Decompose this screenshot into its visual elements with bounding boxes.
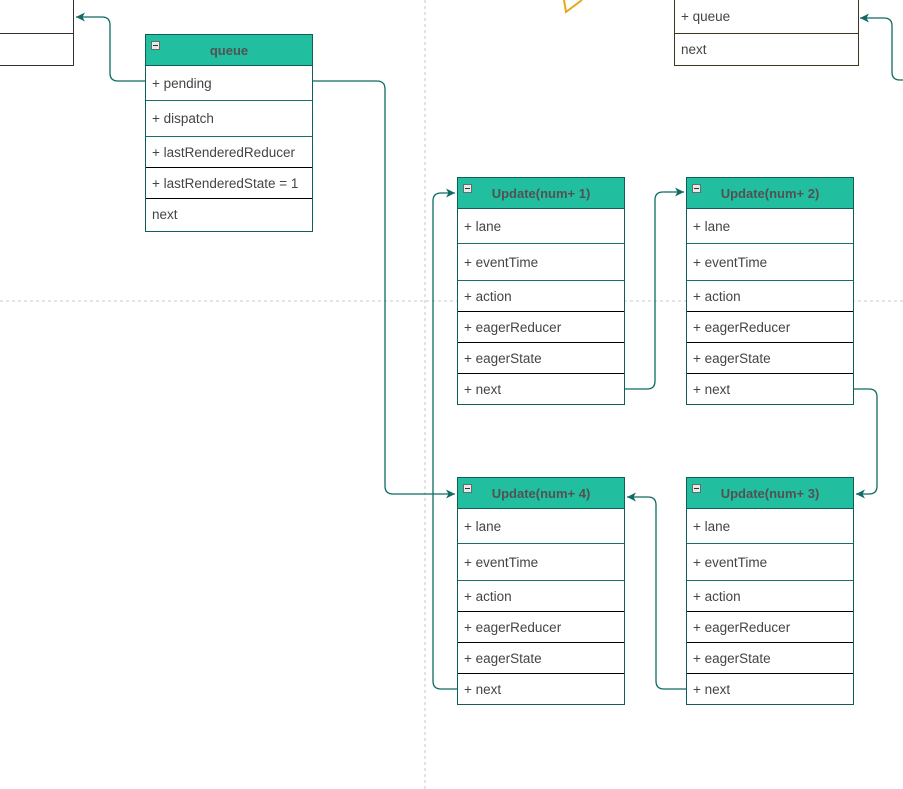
connector-update1-to-update2[interactable] xyxy=(625,187,684,390)
class-header: Update(num+ 2) xyxy=(687,178,853,209)
left-fragment-row xyxy=(0,34,73,65)
class-header: Update(num+ 4) xyxy=(458,478,624,509)
class-title: Update(num+ 3) xyxy=(720,485,820,501)
class-field: + dispatch xyxy=(146,101,312,137)
class-field: + next xyxy=(693,382,731,397)
class-field: + next xyxy=(693,682,731,697)
connector-into-queue-fragment[interactable] xyxy=(860,13,903,81)
class-title: Update(num+ 1) xyxy=(491,185,591,201)
class-field: + eagerState xyxy=(687,343,853,374)
collapse-icon[interactable] xyxy=(692,484,701,493)
connector-update4-to-update1[interactable] xyxy=(432,188,457,690)
left-fragment[interactable] xyxy=(0,0,74,66)
class-field: + eventTime xyxy=(458,244,624,281)
left-fragment-row xyxy=(0,0,73,34)
class-field: + eagerReducer xyxy=(458,312,624,343)
class-field: + eagerReducer xyxy=(687,312,853,343)
queue-fragment[interactable]: + queue next xyxy=(674,0,859,66)
update-class-2[interactable]: Update(num+ 2) + lane + eventTime + acti… xyxy=(686,177,854,405)
class-title: Update(num+ 4) xyxy=(491,485,591,501)
class-field: + lastRenderedState = 1 xyxy=(146,168,312,199)
class-field: + eagerState xyxy=(458,643,624,674)
class-field: + action xyxy=(687,581,853,612)
class-field: + lane xyxy=(458,209,624,244)
class-field: + next xyxy=(464,382,502,397)
class-field: + eagerState xyxy=(687,643,853,674)
class-field: + next xyxy=(464,682,502,697)
class-title: Update(num+ 2) xyxy=(720,185,820,201)
update-class-4[interactable]: Update(num+ 4) + lane + eventTime + acti… xyxy=(457,477,625,705)
update-class-3[interactable]: Update(num+ 3) + lane + eventTime + acti… xyxy=(686,477,854,705)
class-field: + eventTime xyxy=(687,244,853,281)
class-field: + eagerReducer xyxy=(687,612,853,643)
class-field: + lane xyxy=(687,209,853,244)
class-header: Update(num+ 3) xyxy=(687,478,853,509)
class-field: + eagerState xyxy=(458,343,624,374)
fragment-field: + queue xyxy=(675,0,858,34)
collapse-icon[interactable] xyxy=(151,41,160,50)
class-field: + lane xyxy=(687,509,853,544)
class-header: Update(num+ 1) xyxy=(458,178,624,209)
class-field: + action xyxy=(687,281,853,312)
update-class-1[interactable]: Update(num+ 1) + lane + eventTime + acti… xyxy=(457,177,625,405)
class-field: next xyxy=(152,207,178,222)
collapse-icon[interactable] xyxy=(463,484,472,493)
class-field: + action xyxy=(458,281,624,312)
connector-pending-to-update4[interactable] xyxy=(313,80,455,499)
class-header: queue xyxy=(146,35,312,66)
class-field: + lane xyxy=(458,509,624,544)
class-field: + pending xyxy=(146,66,312,101)
class-field: + eventTime xyxy=(687,544,853,581)
class-field: + lastRenderedReducer xyxy=(146,137,312,168)
connector-update3-to-update4[interactable] xyxy=(627,492,686,690)
connector-queue-to-left-fragment[interactable] xyxy=(76,12,146,82)
collapse-icon[interactable] xyxy=(692,184,701,193)
class-field: + action xyxy=(458,581,624,612)
connector-update2-to-update3[interactable] xyxy=(854,388,878,499)
fragment-field: next xyxy=(681,42,707,57)
partial-shape xyxy=(563,0,583,14)
class-title: queue xyxy=(209,42,249,58)
class-field: + eagerReducer xyxy=(458,612,624,643)
class-field: + eventTime xyxy=(458,544,624,581)
queue-class[interactable]: queue + pending + dispatch + lastRendere… xyxy=(145,34,313,232)
collapse-icon[interactable] xyxy=(463,184,472,193)
